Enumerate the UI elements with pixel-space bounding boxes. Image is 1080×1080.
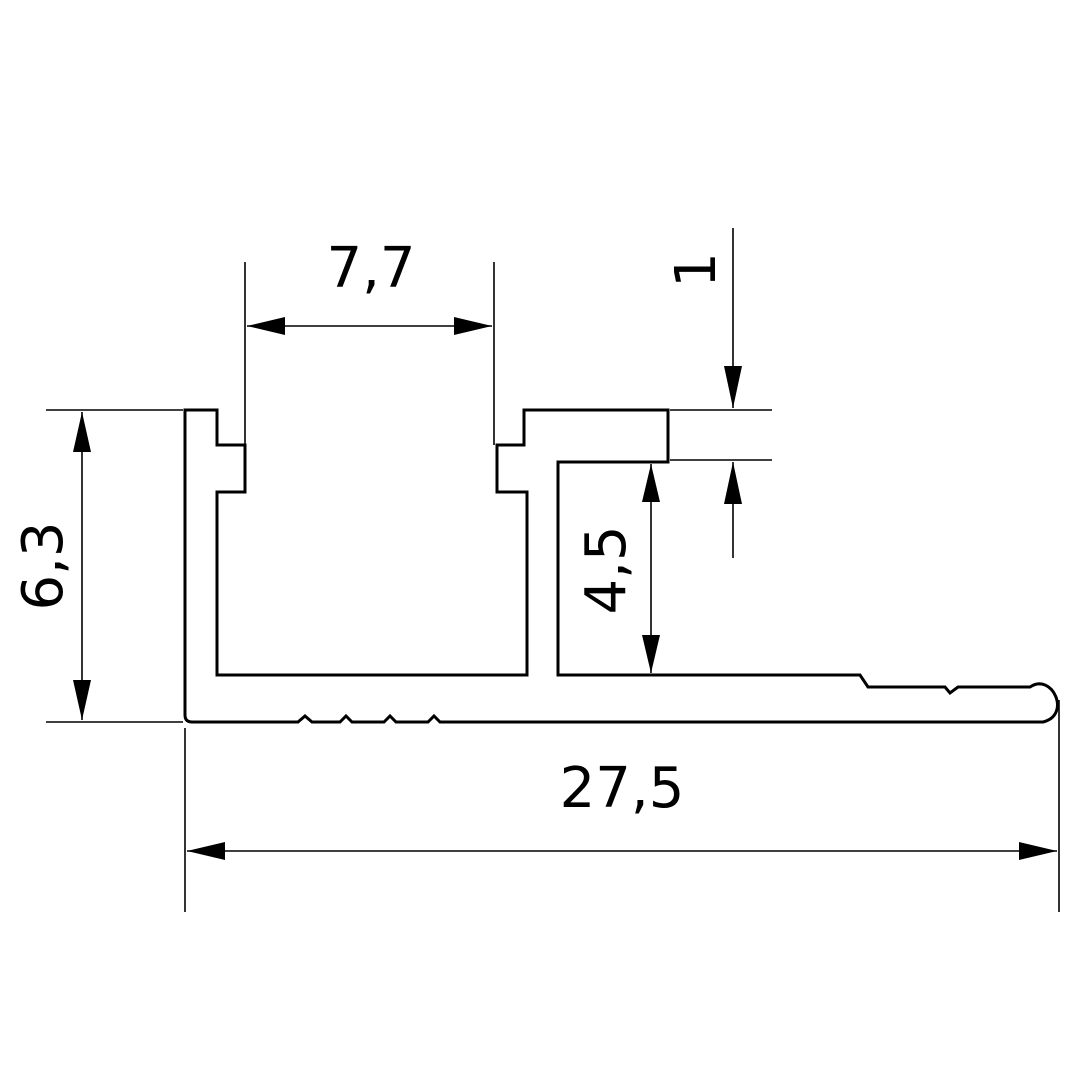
- dimension-label-channel-width: 7,7: [326, 236, 415, 301]
- dimension-channel-width: 7,7: [244, 236, 495, 445]
- dimension-label-lip-thickness: 1: [664, 252, 729, 288]
- dimension-inner-height: 4,5: [574, 464, 660, 673]
- dimension-total-width: 27,5: [184, 700, 1060, 912]
- dimension-label-inner-height: 4,5: [574, 525, 639, 614]
- dimension-label-total-height: 6,3: [11, 521, 76, 610]
- dimension-label-total-width: 27,5: [560, 756, 685, 821]
- profile-outline: [183, 408, 1059, 724]
- dimension-lip-thickness: 1: [664, 228, 772, 558]
- dimension-total-height: 6,3: [11, 409, 183, 723]
